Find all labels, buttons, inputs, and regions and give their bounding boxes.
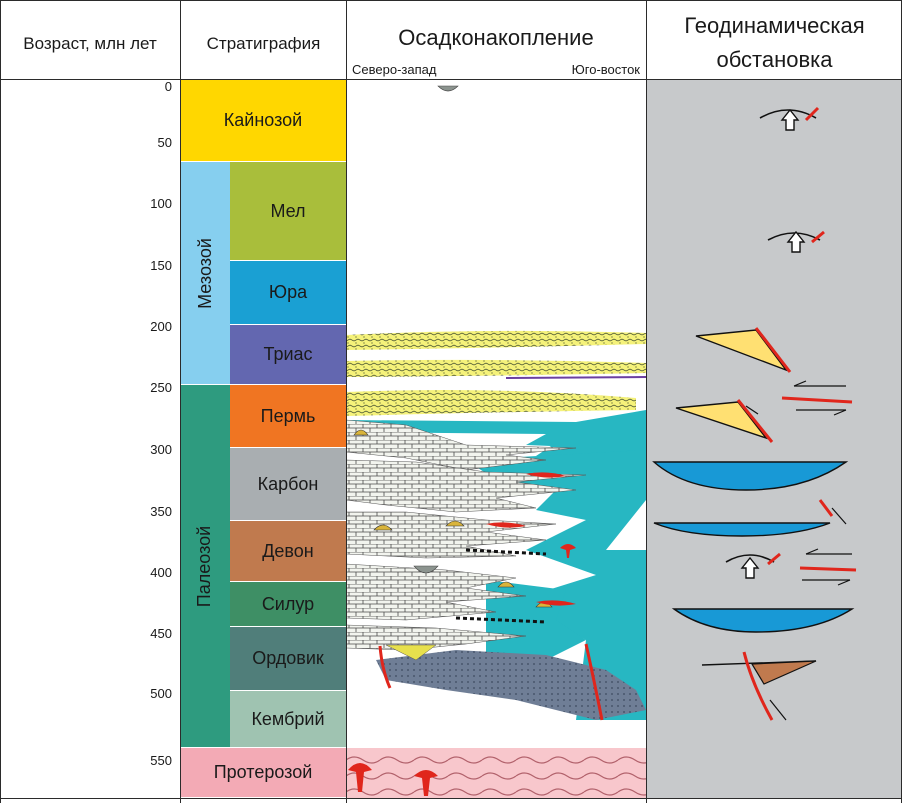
period-carboniferous: Карбон [230, 448, 346, 521]
tick-150: 150 [150, 258, 172, 273]
northwest-label: Северо-запад [352, 61, 437, 77]
era-mesozoic-label: Мезозой [194, 237, 215, 309]
basin-2 [653, 522, 831, 537]
dark-basement [376, 650, 646, 720]
tick-300: 300 [150, 442, 172, 457]
geodynamic-header-line2: обстановка [716, 47, 833, 72]
black-chain-1 [465, 548, 547, 556]
era-proterozoic: Протерозой [180, 748, 346, 798]
sand-stripe-3 [346, 390, 636, 416]
period-silurian: Силур [230, 582, 346, 627]
border-bottom [0, 798, 902, 799]
black-chain-2 [455, 616, 547, 624]
tick-400: 400 [150, 565, 172, 580]
red-lens-1 [526, 472, 566, 478]
border-top [0, 0, 902, 1]
era-cenozoic: Кайнозой [180, 80, 346, 162]
age-header: Возраст, млн лет [23, 34, 157, 53]
period-triassic: Триас [230, 325, 346, 385]
period-ordovician: Ордовик [230, 627, 346, 691]
uplift-icon-2 [767, 230, 825, 253]
carbonate-1 [346, 419, 577, 471]
intrusion-2 [414, 770, 438, 796]
header-divider [0, 79, 902, 80]
carbonate-2 [346, 459, 587, 513]
period-jurassic: Юра [230, 261, 346, 325]
southeast-label: Юго-восток [571, 61, 640, 77]
rift-wedge-1 [695, 327, 792, 373]
dome-3 [445, 520, 465, 527]
basin-3 [671, 608, 855, 633]
purple-line [505, 376, 646, 379]
divider-sed [646, 0, 647, 803]
tick-350: 350 [150, 504, 172, 519]
fault-right [584, 643, 604, 721]
brown-wedge [701, 651, 817, 721]
sedimentation-header: Осадконакопление [398, 25, 594, 50]
tick-0: 0 [164, 79, 172, 94]
tick-200: 200 [150, 319, 172, 334]
era-mesozoic: Мезозой [180, 162, 230, 385]
yellow-fan [385, 644, 437, 661]
era-paleozoic-label: Палеозой [194, 525, 215, 607]
uplift-icon-3 [725, 552, 781, 579]
tick-250: 250 [150, 380, 172, 395]
fault-left [378, 645, 392, 689]
red-lens-3 [536, 600, 576, 606]
carbonate-3 [346, 511, 557, 559]
period-permian: Пермь [230, 385, 346, 448]
red-lens-2 [486, 522, 526, 528]
sea-lower [486, 580, 586, 660]
sand-stripe-2 [346, 359, 646, 377]
border-left [0, 0, 1, 803]
sand-stripe-1 [346, 330, 646, 350]
intrusion-1 [348, 763, 372, 792]
strike-slip-1 [781, 380, 853, 416]
period-cambrian: Кембрий [230, 691, 346, 748]
age-axis: 0 50 100 150 200 250 300 350 400 450 500… [100, 0, 180, 803]
rift-wedge-2 [675, 399, 774, 443]
grey-lens [413, 565, 439, 574]
strike-slip-2 [799, 548, 857, 586]
tick-500: 500 [150, 686, 172, 701]
carbonate-4 [346, 563, 527, 621]
period-devonian: Девон [230, 521, 346, 582]
basin-1 [652, 461, 849, 491]
geodynamic-header-line1: Геодинамическая [684, 13, 865, 38]
proterozoic-basement [346, 748, 646, 798]
tick-50: 50 [157, 135, 172, 150]
dome-2 [373, 524, 393, 531]
cenozoic-lens [437, 85, 459, 92]
uplift-icon-1 [759, 106, 820, 131]
tick-450: 450 [150, 626, 172, 641]
divider-strat [346, 0, 347, 803]
tick-550: 550 [150, 753, 172, 768]
era-paleozoic: Палеозой [180, 385, 230, 748]
fault-mark-1 [818, 499, 834, 517]
red-mushroom [560, 544, 576, 558]
period-cretaceous: Мел [230, 162, 346, 261]
dome-1 [353, 429, 369, 436]
divider-age [180, 0, 181, 803]
fault-mark-1b [831, 507, 847, 525]
stratigraphy-header: Стратиграфия [206, 34, 321, 53]
geodynamic-panel [646, 80, 902, 798]
sedimentation-diagram [346, 85, 646, 798]
dome-4 [497, 581, 515, 588]
carbonate-5 [346, 624, 527, 651]
sea-main [466, 450, 646, 720]
tick-100: 100 [150, 196, 172, 211]
